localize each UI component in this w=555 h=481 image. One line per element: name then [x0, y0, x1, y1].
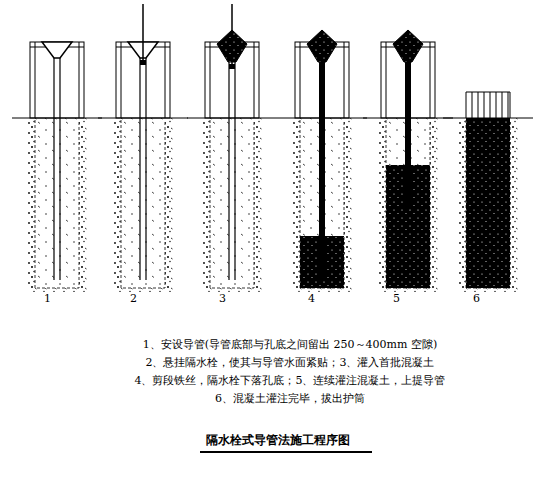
- stage-number: 4: [308, 292, 315, 306]
- stage-5: [363, 30, 453, 292]
- step-note: 6、混凝土灌注完毕，拔出护筒: [40, 392, 540, 406]
- stage-number: 2: [130, 292, 137, 306]
- borehole: [12, 118, 102, 292]
- concrete-hopper: [393, 30, 423, 62]
- borehole: [98, 118, 188, 292]
- stage-4: [277, 30, 367, 292]
- step-note: 4、剪段铁丝，隔水栓下落孔底；5、连续灌注混凝土，上提导管: [40, 374, 540, 388]
- work-frame: [30, 42, 84, 118]
- tremie-pipe: [140, 58, 146, 280]
- borehole: [443, 118, 533, 292]
- tremie-pipe: [229, 58, 235, 280]
- borehole: [187, 118, 277, 292]
- stage-number: 6: [473, 292, 480, 306]
- step-note: 2、悬挂隔水栓，使其与导管水面紧贴；3、灌入首批混凝土: [40, 356, 540, 370]
- plug: [229, 64, 235, 69]
- stage-1: [12, 42, 102, 292]
- concrete-hopper: [217, 30, 247, 62]
- casing: [466, 92, 510, 118]
- plug: [140, 60, 146, 65]
- stage-3: [187, 4, 277, 292]
- wire: [142, 4, 144, 62]
- figure-title: 隔水栓式导管法施工程序图: [0, 433, 555, 447]
- hopper: [42, 42, 72, 58]
- stage-number: 5: [393, 292, 400, 306]
- stage-2: [98, 4, 188, 292]
- step-note: 1、安设导管(导管底部与孔底之间留出 250～400mm 空隙): [40, 338, 540, 352]
- tremie-pipe: [54, 58, 60, 280]
- stage-number: 1: [44, 292, 51, 306]
- stage-6: [443, 92, 533, 292]
- tremie-pipe: [405, 58, 411, 208]
- tremie-pipe: [319, 58, 325, 280]
- concrete: [466, 118, 510, 288]
- title-underline: [200, 451, 372, 453]
- concrete-hopper: [307, 30, 337, 62]
- stage-number: 3: [219, 292, 226, 306]
